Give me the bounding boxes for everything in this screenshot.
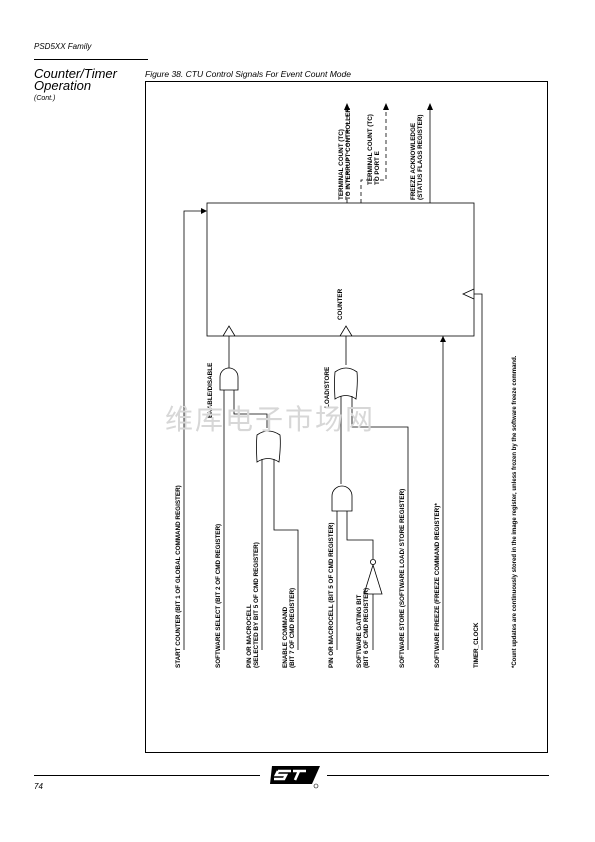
counter-label: COUNTER <box>337 288 344 320</box>
and-gate-enable <box>219 367 239 391</box>
or-gate-load <box>334 367 358 400</box>
document-family: PSD5XX Family <box>34 42 92 51</box>
enable-clock-triangle <box>222 325 236 337</box>
or-gate-enable <box>256 430 281 463</box>
section-title: Counter/Timer Operation <box>34 66 117 93</box>
figure-frame <box>145 81 548 753</box>
output-line-tc-porte <box>360 108 387 203</box>
input-pin-macrocell-bit5: PIN OR MACROCELL (BIT 5 OF CMD REGISTER) <box>328 523 335 668</box>
figure-footnote: *Count updates are continuously stored i… <box>512 355 518 668</box>
input-pin-macrocell-line1: PIN OR MACROCELL <box>246 604 253 668</box>
footer-rule-right <box>327 775 549 776</box>
input-start-counter: START COUNTER (BIT 1 OF GLOBAL COMMAND R… <box>175 485 182 668</box>
input-software-freeze: SOFTWARE FREEZE (FREEZE COMMAND REGISTER… <box>434 503 441 668</box>
input-software-gating-line1: SOFTWARE GATING BIT <box>356 595 363 668</box>
counter-block <box>206 202 475 337</box>
input-enable-command-line1: ENABLE COMMAND <box>282 606 289 668</box>
wire-enable-command <box>273 459 299 650</box>
input-software-gating-line2: (BIT 6 OF CMD REGISTER) <box>363 588 370 668</box>
timer-clock-triangle <box>462 288 475 300</box>
wire-timer-clock <box>474 293 483 650</box>
input-timer-clock: TIMER_CLOCK <box>473 622 480 668</box>
output-tc-porte-line1: TERMINAL COUNT (TC) <box>367 114 374 185</box>
section-subtitle: (Cont.) <box>34 95 56 102</box>
footer-rule-left <box>34 775 260 776</box>
wire-software-store <box>351 396 409 650</box>
input-enable-command-line2: (BIT 7 OF CMD REGISTER) <box>289 588 296 668</box>
header-rule <box>34 59 148 60</box>
input-software-store: SOFTWARE STORE (SOFTWARE LOAD/ STORE REG… <box>399 489 406 668</box>
wire-start-counter <box>183 210 205 650</box>
output-tc-interrupt-line2: TO INTERRUPT CONTROLLER <box>345 108 352 200</box>
output-tc-interrupt-line1: TERMINAL COUNT (TC) <box>338 129 345 200</box>
load-store-label: LOAD/STORE <box>324 367 331 408</box>
load-clock-triangle <box>339 325 353 337</box>
page-number: 74 <box>34 782 43 791</box>
st-logo-icon <box>270 766 320 789</box>
input-software-select: SOFTWARE SELECT (BIT 2 OF CMD REGISTER) <box>215 524 222 668</box>
figure-title: Figure 38. CTU Control Signals For Event… <box>145 69 351 79</box>
watermark: 维库电子市场网 <box>165 403 376 436</box>
output-tc-porte-line2: TO PORT E <box>374 151 381 185</box>
enable-disable-label: ENABLE/DISABLE <box>207 363 214 418</box>
output-freeze-ack-line2: (STATUS FLAGS REGISTER) <box>417 115 424 200</box>
and-gate-gating <box>331 485 353 512</box>
input-pin-macrocell-line2: (SELECTED BY BIT 5 OF CMD REGISTER) <box>253 542 260 668</box>
output-freeze-ack-line1: FREEZE ACKNOWLEDGE <box>410 123 417 200</box>
